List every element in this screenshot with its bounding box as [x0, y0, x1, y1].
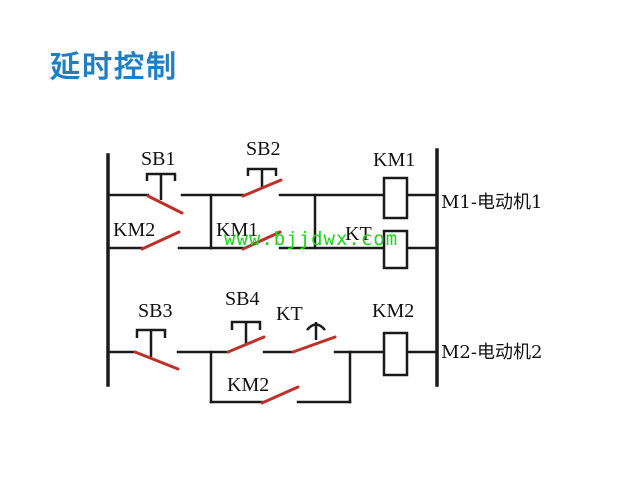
km2-coil — [382, 331, 409, 377]
km2-contact-b-blade — [260, 385, 300, 405]
kt-coil-label: KT — [345, 223, 372, 245]
sb4-contact-blade — [226, 335, 266, 354]
sb1-actuator — [145, 172, 177, 200]
contact-blades — [133, 178, 337, 405]
kt-contact-blade — [291, 335, 337, 354]
km2-contact-a-blade — [140, 230, 181, 251]
coils — [382, 176, 409, 377]
sb2-label: SB2 — [246, 138, 280, 160]
km2-contact-a-label: KM2 — [113, 219, 155, 241]
km2-coil-label: KM2 — [372, 300, 414, 322]
motor1-label: M1-电动机1 — [441, 192, 542, 213]
sb3-label: SB3 — [138, 300, 172, 322]
wires — [106, 148, 439, 404]
sb3-contact-blade — [133, 350, 180, 371]
km1-contact-blade — [241, 230, 282, 251]
kt-contact-label: KT — [276, 303, 303, 325]
sb1-label: SB1 — [141, 148, 175, 170]
sb2-actuator — [246, 167, 278, 188]
sb4-label: SB4 — [225, 288, 259, 310]
kt-timer-symbol — [306, 322, 326, 340]
sb3-actuator — [135, 328, 167, 357]
sb1-contact-blade — [146, 194, 184, 215]
motor2-label: M2-电动机2 — [441, 342, 542, 363]
km1-coil — [382, 176, 409, 220]
kt-coil — [382, 229, 409, 270]
km1-contact-label: KM1 — [216, 219, 258, 241]
km2-contact-b-label: KM2 — [227, 374, 269, 396]
page-title: 延时控制 — [50, 50, 178, 85]
km1-coil-label: KM1 — [373, 149, 415, 171]
sb2-contact-blade — [241, 178, 283, 198]
button-actuators — [135, 167, 326, 357]
sb4-actuator — [230, 320, 262, 344]
watermark-text: www.bjjdwx.com — [224, 228, 398, 250]
